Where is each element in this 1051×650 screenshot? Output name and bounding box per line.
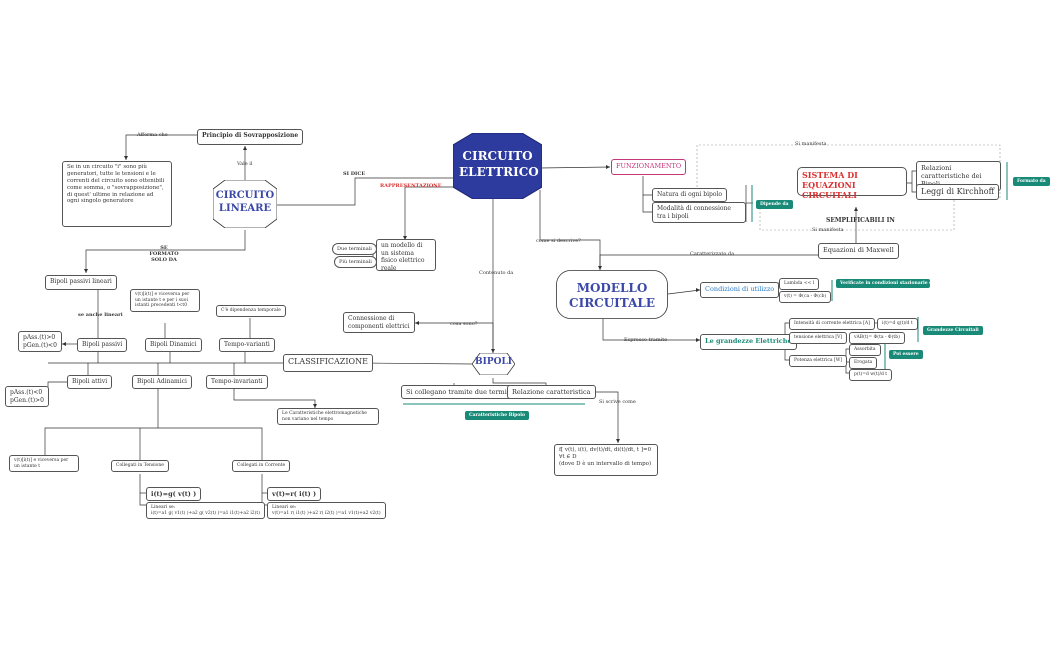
maxwell-node[interactable]: Equazioni di Maxwell: [818, 243, 899, 259]
circuito-lineare-node[interactable]: CIRCUITO LINEARE: [213, 180, 277, 228]
condizioni-node[interactable]: Condizioni di utilizzo: [700, 282, 780, 298]
modalita-node[interactable]: Modalità di connessione tra i bipoli: [652, 202, 746, 223]
funzionamento-node[interactable]: FUNZIONAMENTO: [611, 159, 687, 175]
tensione-coll-formula[interactable]: i(t)=g( v(t) ): [146, 487, 202, 502]
grandezze-circuitali-tag: Grandezze Circuitali: [923, 326, 983, 336]
main-title: CIRCUITO ELETTRICO: [459, 149, 539, 179]
caratterizzato-label: Caratterizzato da: [690, 251, 735, 257]
corrente-coll-formula[interactable]: v(t)=r( i(t) ): [267, 487, 322, 502]
classificazione-node[interactable]: CLASSIFICAZIONE: [283, 354, 373, 372]
tempo-varianti-node[interactable]: Tempo-varianti: [219, 338, 275, 352]
tensione-node[interactable]: tensione elettrica [V]: [789, 332, 848, 344]
verificate-tag: Verificate in condizioni stazionarie ed …: [836, 279, 1051, 289]
si-manifesta-label: Si manifesta: [812, 227, 844, 233]
intensita-node[interactable]: Intensità di corrente elettrica [A]: [789, 318, 875, 330]
natura-node[interactable]: Natura di ogni bipolo: [652, 188, 728, 202]
principio-desc[interactable]: Se in un circuito "i" sono più generator…: [62, 161, 172, 227]
kirchhoff-node[interactable]: Leggi di Kirchhoff: [916, 184, 1000, 200]
connessione-node[interactable]: Connessione di componenti elettrici: [343, 312, 415, 333]
bipoli-title: BIPOLI: [475, 357, 512, 367]
tempo-invarianti-desc-node[interactable]: Le Caratteristiche elettromagnetiche non…: [277, 408, 379, 426]
si-dice-label: SI DICE: [343, 171, 366, 177]
corrente-lin-node[interactable]: Lineari se: v(t)=a1 r( i1(t) )+a2 r( i2(…: [267, 502, 386, 520]
cosa-sono-label: cosa sono?: [450, 321, 478, 327]
corrente-coll-node[interactable]: Collegati in Corrente: [232, 460, 291, 472]
bipoli-passivi-lineari-node[interactable]: Bipoli passivi lineari: [45, 275, 117, 290]
main-node-shape: [453, 133, 542, 199]
piu-terminali-node[interactable]: Più terminali: [334, 256, 377, 269]
se-formato-label: SE FORMATO SOLO DA: [149, 245, 179, 263]
modello-sistema-node[interactable]: un modello di un sistema fisico elettric…: [376, 239, 436, 272]
modello-shape: [556, 270, 668, 319]
grandezze-node[interactable]: Le grandezze Elettriche: [700, 334, 797, 350]
assorbita-node[interactable]: Assorbita: [849, 344, 881, 356]
formula-node[interactable]: f[ v(t), i(t), dv(t)/dt, di(t)/dt, t ]=0…: [554, 444, 658, 476]
main-node[interactable]: CIRCUITO ELETTRICO: [453, 133, 542, 199]
intensita-formula[interactable]: i(t)=d q(t)/d t: [877, 318, 918, 330]
tempo-invarianti-node[interactable]: Tempo-invarianti: [206, 375, 268, 389]
si-collegano-node[interactable]: Si collegano tramite due terminali: [401, 385, 525, 400]
principio-node[interactable]: Principio di Sovrapposizione: [197, 129, 304, 145]
poi-essere-tag: Poi essere: [889, 350, 923, 360]
tensione-formula[interactable]: vAB(t)= Φ(ta - Φ(tb): [849, 332, 905, 344]
cond-2-node[interactable]: v(t) = Φ(ca - Φ(cb): [779, 291, 832, 303]
tensione-lin-node[interactable]: Lineari se: i(t)=a1 g( v1(t) )+a2 g( v2(…: [146, 502, 265, 520]
circuito-lineare-shape: [213, 180, 277, 228]
vale-il-label: Vale il: [237, 161, 253, 167]
contenuto-label: Contenuto da: [479, 270, 514, 276]
sistema-node[interactable]: SISTEMA DI EQUAZIONI CIRCUITALI: [797, 167, 907, 200]
dinamici-node[interactable]: Bipoli Dinamici: [145, 338, 202, 352]
tempo-varianti-desc-node[interactable]: C'è dipendenza temporale: [216, 305, 286, 317]
espresso-label: Espresso tramite: [624, 337, 668, 343]
bipoli-shape: [472, 353, 515, 375]
cond-1-node[interactable]: Lambda << l: [779, 278, 820, 290]
afferma-label: Afferma che: [137, 132, 168, 138]
potenza-formula[interactable]: p(t)=d w(t)/d t: [849, 369, 893, 381]
semplificabili-label: SEMPLIFICABILI IN: [826, 217, 895, 224]
circuito-lineare-title: CIRCUITO LINEARE: [215, 190, 275, 214]
formato-da-tag: Formato da: [1013, 177, 1050, 187]
adinamici-node[interactable]: Bipoli Adinamici: [132, 375, 192, 389]
erogata-node[interactable]: Erogata: [849, 357, 878, 369]
caratteristiche-bipolo-tag: Caratteristiche Bipolo: [465, 411, 530, 421]
potenza-node[interactable]: Potenza elettrica [W]: [789, 355, 848, 367]
si-scrive-label: Si scrive come: [599, 399, 636, 405]
si-manifesta-top-label: Si manifesta: [795, 141, 827, 147]
bipoli-node[interactable]: BIPOLI: [472, 353, 515, 375]
bipoli-passivi-node[interactable]: Bipoli passivi: [77, 338, 128, 352]
modello-node[interactable]: MODELLO CIRCUITALE: [556, 270, 668, 319]
bipoli-attivi-node[interactable]: Bipoli attivi: [67, 375, 113, 389]
se-anche-lineari-label: se anche lineari: [78, 312, 123, 318]
modello-title: MODELLO CIRCUITALE: [569, 281, 655, 310]
due-terminali-node[interactable]: Due terminali: [332, 243, 377, 256]
adinamici-desc-node[interactable]: v(t)[i(t)] e viceversa per un istante t: [9, 455, 79, 473]
attivi-cond-node[interactable]: pAss.(t)<0 pGen.(t)>0: [5, 386, 49, 407]
dipende-da-tag: Dipende da: [756, 200, 793, 210]
tensione-coll-node[interactable]: Collegati in Tensione: [111, 460, 169, 472]
passivi-cond-node[interactable]: pAss.(t)>0 pGen.(t)<0: [18, 331, 62, 352]
dinamici-desc-node[interactable]: v(t)[i(t)] e viceversa per un istante t …: [130, 289, 200, 312]
rappresentazione-label: RAPPRESENTAZIONE: [380, 183, 442, 189]
come-si-descrive-label: come si descrive?: [536, 238, 581, 244]
relazione-node[interactable]: Relazione caratteristica: [507, 385, 596, 400]
